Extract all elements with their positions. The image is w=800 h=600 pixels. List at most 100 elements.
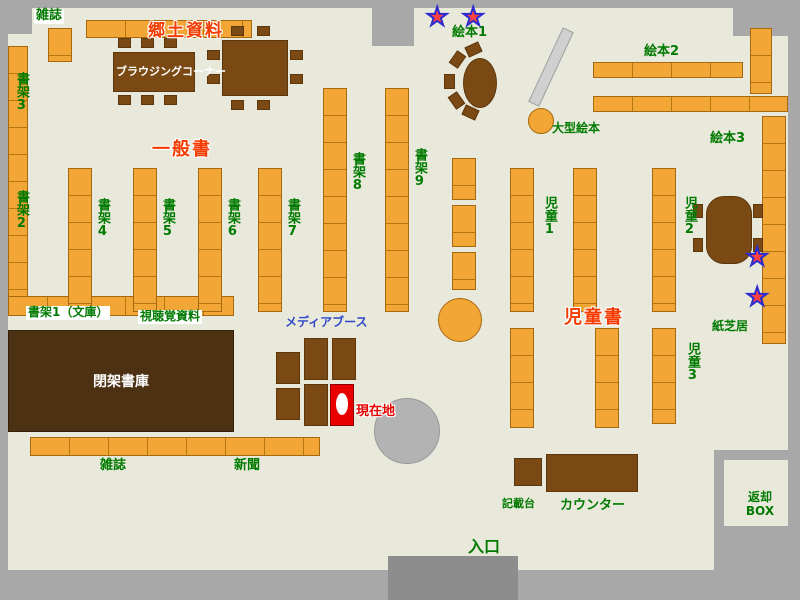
current-location-booth — [330, 384, 354, 426]
label-shoka1-bunko: 書架1（文庫） — [26, 305, 111, 320]
shelf-center-3 — [452, 252, 476, 290]
chair — [164, 38, 177, 48]
label-return-box: 返却 BOX — [734, 490, 786, 519]
shelf-jido3 — [652, 328, 676, 424]
browsing-table-1 — [113, 52, 195, 92]
star-icon: ★ — [745, 282, 769, 311]
star-icon: ★ — [425, 2, 449, 31]
shelf-magazine-top — [48, 28, 72, 62]
closed-stacks-room: 閉架書庫 — [8, 330, 234, 432]
chair — [290, 74, 303, 84]
label-shoka5: 書架5 — [159, 198, 175, 239]
label-counter: カウンター — [560, 498, 626, 513]
pillar — [374, 398, 440, 464]
label-shichokaku: 視聴覚資料 — [138, 309, 203, 324]
media-booth-unit — [276, 352, 300, 384]
chair — [164, 95, 177, 105]
media-booth-unit — [304, 384, 328, 426]
label-shoka6: 書架6 — [224, 198, 240, 239]
return-box-line1: 返却 — [747, 490, 772, 504]
label-magazine-top: 雑誌 — [34, 8, 65, 24]
shelf-jido-lower-2 — [595, 328, 619, 428]
shelf-right-wall — [762, 116, 786, 344]
chair — [207, 50, 220, 60]
chair — [118, 38, 131, 48]
chair — [231, 26, 244, 36]
shelf-shoka8 — [323, 88, 347, 312]
shelf-left-wall — [8, 46, 28, 314]
media-booth-unit — [276, 388, 300, 420]
label-magazine-bottom: 雑誌 — [100, 458, 127, 473]
label-shoka8: 書架8 — [349, 152, 365, 193]
chair — [141, 38, 154, 48]
counter-desk — [546, 454, 638, 492]
area-label-ippan: 一般書 — [152, 139, 212, 160]
label-media-booth: メディアブース — [285, 315, 368, 329]
oval-table — [706, 196, 752, 264]
label-jido2: 児童2 — [681, 196, 697, 237]
chair — [231, 100, 244, 110]
chair — [290, 50, 303, 60]
label-ehon1: 絵本1 — [452, 25, 488, 40]
chair — [118, 95, 131, 105]
shelf-magazine-newspaper — [30, 437, 320, 456]
chair — [257, 26, 270, 36]
shelf-shoka4 — [68, 168, 92, 312]
area-label-jido: 児童書 — [564, 307, 624, 328]
writing-desk — [514, 458, 542, 486]
shelf-kyodo — [86, 20, 252, 38]
label-shoka9: 書架9 — [411, 148, 427, 189]
shelf-jido2 — [652, 168, 676, 312]
label-current-location: 現在地 — [356, 404, 396, 419]
shelf-jido-lower-1 — [510, 328, 534, 428]
shelf-ehon2 — [593, 62, 743, 78]
wall-bottom-right — [714, 526, 792, 570]
wall-top-left — [8, 8, 32, 34]
media-booth-unit — [304, 338, 328, 380]
area-label-kyodo: 郷土資料 — [148, 21, 224, 41]
chair — [207, 74, 220, 84]
round-table — [438, 298, 482, 342]
wall-top-center — [372, 8, 414, 46]
label-browsing-corner: ブラウジングコーナー — [116, 65, 226, 78]
current-location-marker — [336, 393, 348, 415]
media-booth-unit — [332, 338, 356, 380]
browsing-table-2 — [222, 40, 288, 96]
chair — [753, 204, 763, 218]
label-writing-desk: 記載台 — [502, 497, 535, 510]
chair — [141, 95, 154, 105]
shelf-jido1-left — [510, 168, 534, 312]
shelf-shoka9 — [385, 88, 409, 312]
stool — [444, 74, 455, 89]
label-jido3: 児童3 — [684, 342, 700, 383]
shelf-center-1 — [452, 158, 476, 200]
entrance-doorway — [388, 556, 518, 600]
shelf-jido1-right — [573, 168, 597, 312]
chair — [257, 100, 270, 110]
return-box-line2: BOX — [745, 504, 775, 519]
wall-returnbox-side — [714, 450, 724, 530]
large-picturebook-table — [528, 108, 554, 134]
closed-stacks-label: 閉架書庫 — [93, 374, 149, 390]
label-ehon2: 絵本2 — [644, 44, 680, 59]
label-entrance: 入口 — [468, 537, 501, 556]
chair — [693, 204, 703, 218]
label-shoka2: 書架2 — [13, 190, 29, 231]
label-ogata-ehon: 大型絵本 — [552, 121, 601, 135]
star-icon: ★ — [745, 242, 769, 271]
label-shoka3: 書架3 — [13, 72, 29, 113]
shelf-shoka5 — [133, 168, 157, 312]
ehon1-display-table — [463, 58, 497, 108]
label-ehon3: 絵本3 — [710, 131, 746, 146]
label-newspaper: 新聞 — [234, 458, 261, 473]
shelf-shoka6 — [198, 168, 222, 312]
chair — [693, 238, 703, 252]
shelf-shoka7 — [258, 168, 282, 312]
label-shoka7: 書架7 — [284, 198, 300, 239]
chair — [753, 238, 763, 252]
star-icon: ★ — [461, 2, 485, 31]
shelf-ehon3-top — [593, 96, 788, 112]
label-jido1: 児童1 — [541, 196, 557, 237]
label-kamishibai: 紙芝居 — [712, 319, 749, 333]
